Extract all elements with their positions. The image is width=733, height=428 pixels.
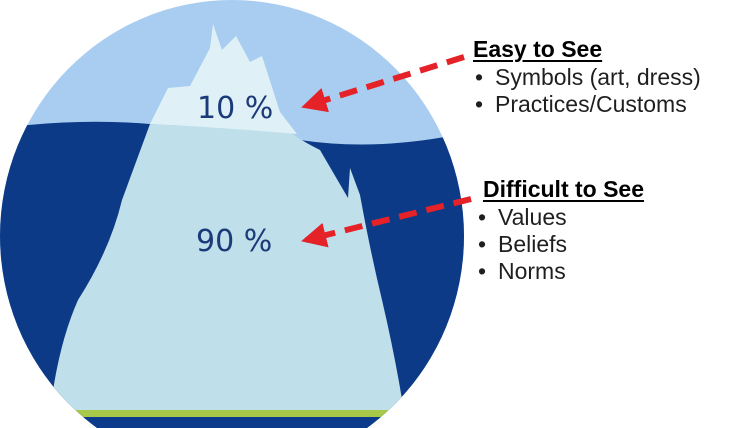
iceberg-circle [0, 0, 464, 428]
seabed-green-stripe [0, 410, 464, 417]
easy-list: Symbols (art, dress) Practices/Customs [471, 64, 701, 118]
difficult-item: Beliefs [474, 231, 567, 258]
top-percent-label: 10 % [197, 91, 273, 126]
bottom-percent-label: 90 % [196, 224, 272, 259]
easy-item: Practices/Customs [471, 91, 701, 118]
easy-item: Symbols (art, dress) [471, 64, 701, 91]
easy-heading: Easy to See [473, 36, 603, 62]
ice-tip [150, 24, 297, 134]
difficult-list: Values Beliefs Norms [474, 204, 567, 285]
seabed-blue-stripe [0, 417, 464, 428]
difficult-heading: Difficult to See [483, 176, 645, 202]
difficult-arrow [301, 196, 472, 248]
difficult-item: Values [474, 204, 567, 231]
difficult-item: Norms [474, 258, 567, 285]
ice-body [50, 124, 404, 412]
